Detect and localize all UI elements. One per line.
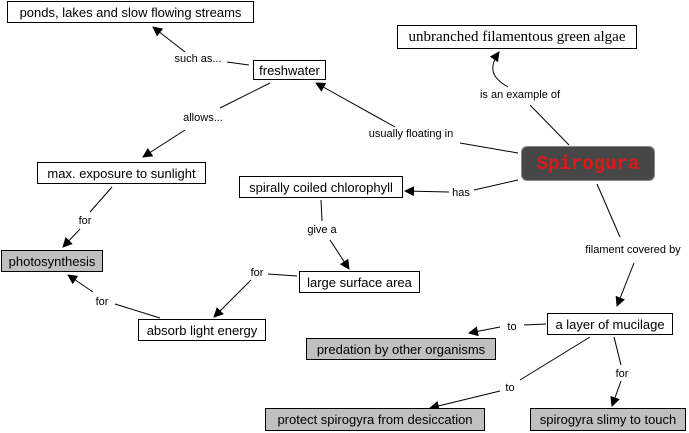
edge-give-a-a: [320, 199, 323, 222]
concept-algae[interactable]: unbranched filamentous green algae: [397, 25, 637, 49]
concept-slimy[interactable]: spirogyra slimy to touch: [530, 408, 686, 431]
edge-floating-a: [459, 142, 519, 154]
concept-chlorophyll[interactable]: spirally coiled chlorophyll: [239, 176, 403, 198]
edge-to-predation-b: [468, 326, 501, 337]
edge-allows-b: [142, 129, 186, 158]
link-label-allows: allows...: [181, 112, 225, 124]
link-label-example-of: is an example of: [477, 89, 563, 101]
link-label-give-a: give a: [305, 224, 339, 236]
link-label-for-surface: for: [248, 267, 266, 279]
edge-to-desiccation-a: [519, 336, 591, 381]
edge-for-surface-a: [267, 273, 298, 277]
edge-for-absorb-a: [114, 303, 161, 319]
edge-for-exposure-a: [89, 186, 113, 213]
concept-surface-area[interactable]: large surface area: [299, 271, 420, 293]
edge-for-exposure-b: [62, 228, 81, 248]
link-label-for-slimy: for: [613, 368, 631, 380]
edge-example-b: [489, 51, 509, 88]
link-label-floating-in: usually floating in: [366, 128, 456, 140]
edge-for-slimy-b: [610, 380, 622, 407]
concept-freshwater[interactable]: freshwater: [253, 60, 326, 80]
concept-exposure[interactable]: max. exposure to sunlight: [37, 162, 206, 184]
edge-has-a: [473, 179, 519, 191]
edge-for-surface-b: [213, 279, 252, 318]
edge-give-a-b: [329, 239, 350, 270]
edge-such-as-a: [226, 61, 250, 66]
edge-allows-a: [219, 82, 271, 109]
concept-mucilage[interactable]: a layer of mucilage: [547, 313, 673, 335]
link-label-filament-covered: filament covered by: [583, 244, 683, 256]
edge-has-b: [404, 186, 450, 197]
concept-photosynthesis[interactable]: photosynthesis: [1, 250, 103, 272]
concept-absorb-light[interactable]: absorb light energy: [138, 319, 266, 341]
edge-covered-b: [615, 262, 635, 307]
edge-example-a: [529, 104, 570, 146]
edge-to-predation-a: [523, 323, 547, 326]
concept-predation[interactable]: predation by other organisms: [306, 338, 496, 360]
concept-ponds[interactable]: ponds, lakes and slow flowing streams: [7, 1, 254, 23]
concept-desiccation[interactable]: protect spirogyra from desiccation: [265, 408, 485, 431]
link-label-for-exposure: for: [76, 215, 94, 227]
edge-floating-b: [315, 82, 396, 128]
concept-spirogura[interactable]: Spirogura: [521, 146, 655, 181]
edge-such-as-b: [152, 26, 186, 53]
link-label-for-absorb: for: [93, 296, 111, 308]
edge-covered-a: [596, 183, 621, 238]
edge-for-absorb-b: [67, 274, 94, 293]
edge-to-desiccation-b: [429, 390, 501, 411]
link-label-to-desiccation: to: [503, 382, 517, 394]
link-label-has: has: [450, 187, 472, 199]
edge-for-slimy-a: [613, 336, 622, 366]
link-label-to-predation: to: [505, 321, 519, 333]
link-label-such-as: such as...: [172, 53, 224, 65]
